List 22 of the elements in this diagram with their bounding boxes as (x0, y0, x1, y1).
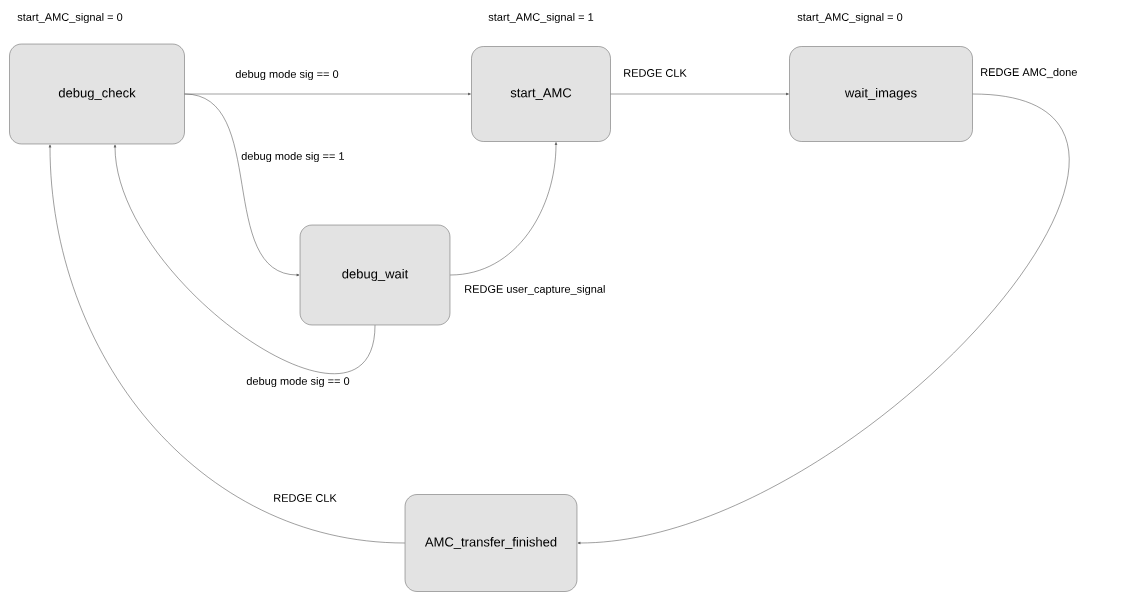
arrow (577, 93, 1070, 545)
state-output-label: start_AMC_signal = 0 (797, 12, 903, 24)
state-output-label: start_AMC_signal = 1 (488, 12, 594, 24)
arrow (184, 93, 300, 277)
edge-label: REDGE CLK (272, 493, 338, 503)
edge-label: debug mode sig == 0 (245, 375, 351, 389)
arrow (449, 142, 558, 276)
state-box: AMC_transfer_finished (404, 494, 578, 592)
state-box: start_AMC (471, 46, 611, 142)
edge-label: REDGE user_capture_signal (463, 283, 607, 297)
arrow (48, 144, 406, 544)
edge-label: debug mode sig == 0 (234, 68, 340, 82)
edge-label: REDGE CLK (622, 68, 688, 78)
arrow (610, 92, 789, 96)
state-box: wait_images (789, 46, 973, 142)
arrow (113, 144, 376, 374)
edge-label: debug mode sig == 1 (240, 150, 346, 164)
edge-label: REDGE AMC_done (979, 66, 1079, 80)
state-box: debug_check (9, 43, 185, 145)
arrow (184, 92, 471, 96)
state-box: debug_wait (299, 224, 451, 326)
state-output-label: start_AMC_signal = 0 (17, 12, 123, 24)
